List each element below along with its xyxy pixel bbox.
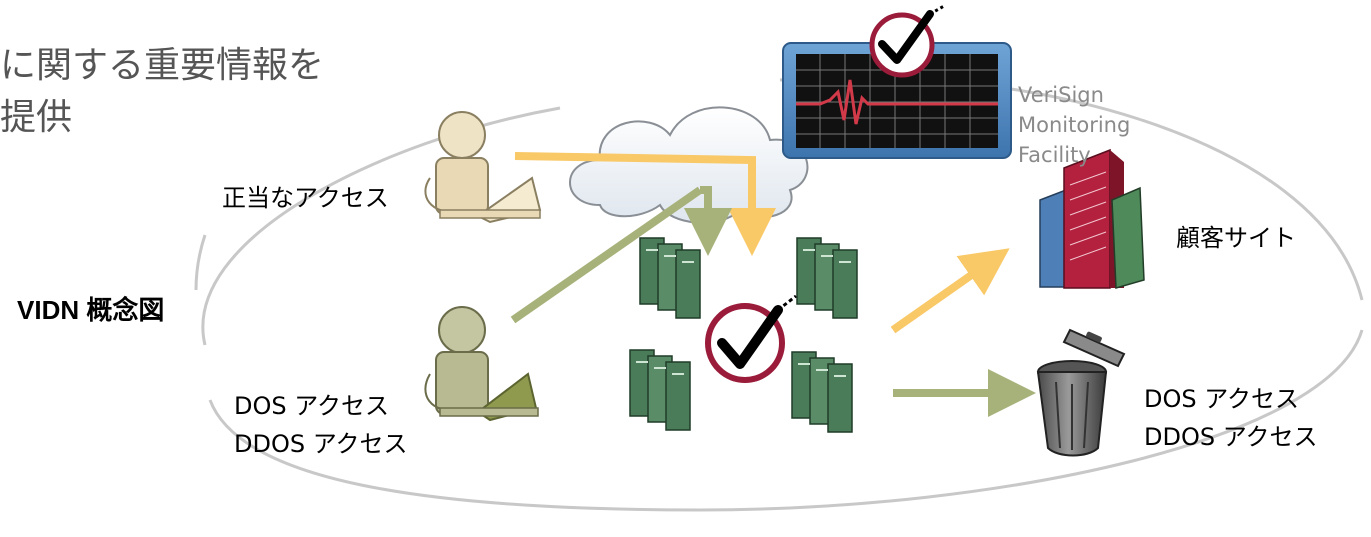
ddos-access-label-right: DDOS アクセス [1144,423,1318,451]
server-cluster-bottom-right [791,351,853,433]
facility-line-3: Facility [1018,143,1091,167]
facility-line-1: VeriSign [1018,83,1104,107]
legitimate-user-icon [424,111,542,224]
verisign-check-center [705,294,797,383]
server-cluster-top-right [796,237,858,319]
server-cluster-bottom-left [629,349,691,431]
legitimate-access-label: 正当なアクセス [222,184,389,212]
facility-line-2: Monitoring [1018,113,1131,137]
heading-text: に関する重要情報を 提供 [0,40,324,144]
monitoring-facility-label: VeriSign Monitoring Facility [1018,80,1130,170]
heading-line-1: に関する重要情報を [0,45,325,86]
customer-buildings-icon [1039,148,1145,289]
clean-traffic-arrow [890,248,1010,334]
internet-cloud [569,106,809,224]
customer-site-label: 顧客サイト [1176,224,1296,252]
attack-flow-arrow [510,186,732,324]
attack-labels-right: DOS アクセス DDOS アクセス [1144,380,1318,456]
attack-labels-left: DOS アクセス DDOS アクセス [234,387,408,463]
monitoring-screen [782,42,1012,159]
dos-access-label-right: DOS アクセス [1144,385,1300,413]
trash-can-icon [1036,328,1126,457]
legit-flow-arrow [514,152,776,256]
heading-line-2: 提供 [0,97,73,138]
verisign-check-top [869,4,945,78]
attack-user-icon [424,306,539,422]
dos-access-label-left: DOS アクセス [234,392,390,420]
ddos-access-label-left: DDOS アクセス [234,430,408,458]
vidn-diagram-label: VIDN 概念図 [17,295,165,325]
server-cluster-top-left [639,237,701,319]
